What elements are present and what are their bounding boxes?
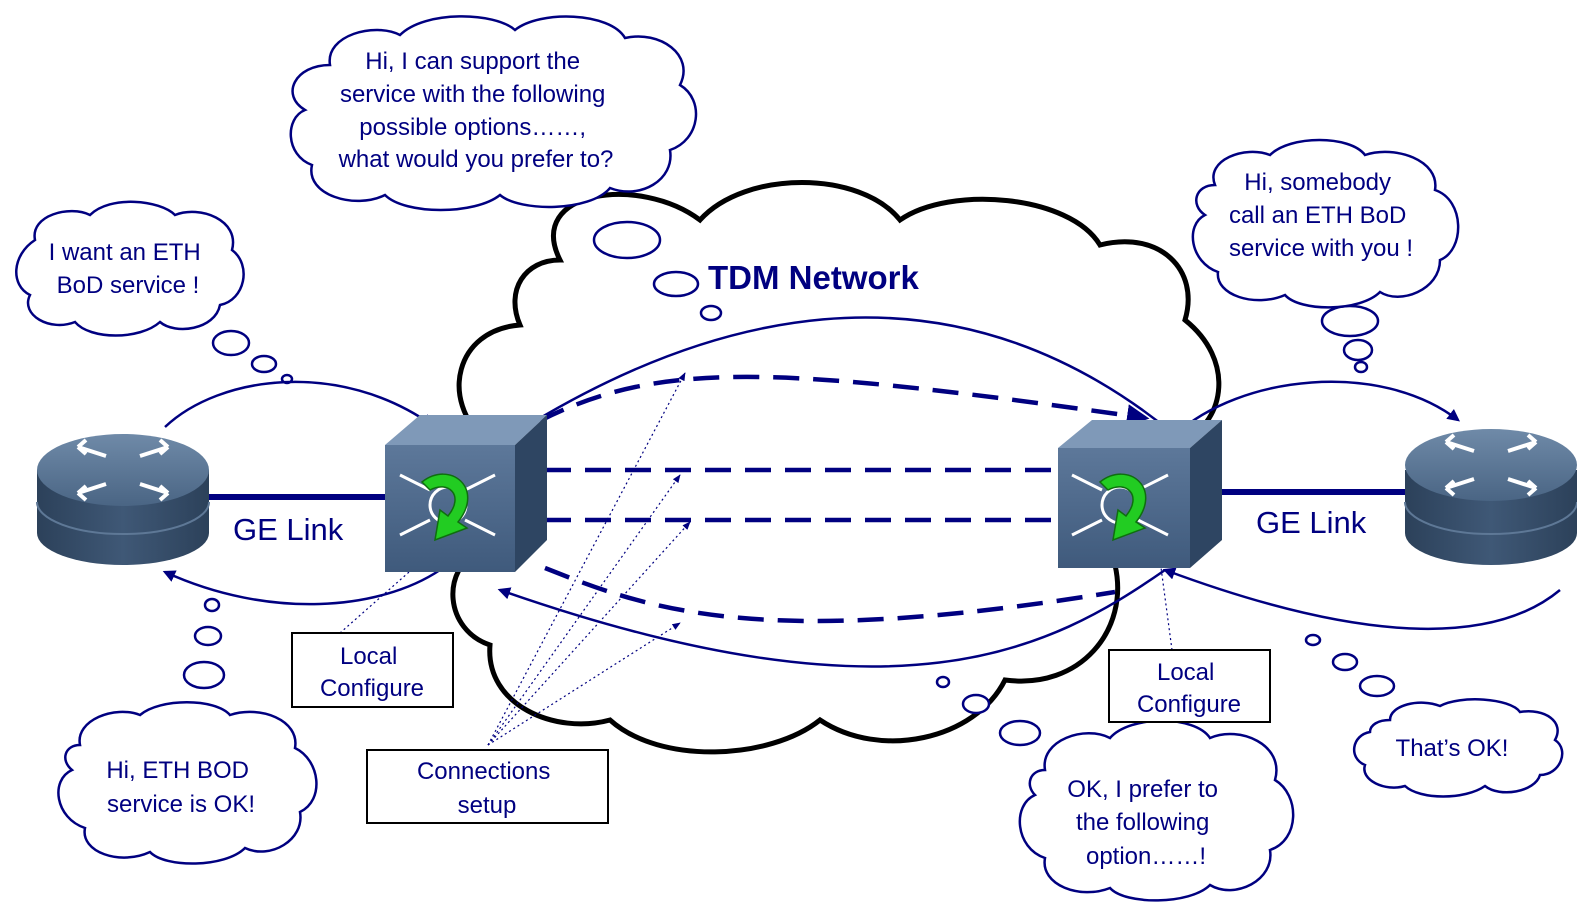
bubble-prefer-option: OK, I prefer to the following option……! [1018, 719, 1295, 902]
router-icon [76, 438, 170, 502]
left-switch[interactable] [385, 415, 547, 572]
local-configure-left-line-2: Configure [320, 675, 424, 702]
bubble-thats-ok: That’s OK! [1353, 698, 1564, 798]
bubble-prefer-option-line-3: option……! [1086, 843, 1206, 870]
dotted-leaders [339, 372, 1173, 746]
svg-text:Hi, somebody call an ETH: Hi, somebody call an ETH BoD service wit… [1229, 169, 1413, 262]
bubble-service-ok: Hi, ETH BOD service is OK! [57, 701, 318, 865]
bubble-can-support: Hi, I can support the service with the f… [289, 15, 698, 212]
router-icon [1444, 433, 1538, 497]
svg-text:Hi, I can support the se: Hi, I can support the service with the f… [338, 48, 614, 173]
bubble-somebody-call: Hi, somebody call an ETH BoD service wit… [1191, 138, 1460, 309]
bubble-want-service: I want an ETH BoD service ! [15, 200, 245, 337]
ge-link-right-label: GE Link [1256, 505, 1367, 540]
green-arrow-icon [420, 473, 469, 542]
local-configure-right-box: Local Configure [1108, 649, 1271, 723]
bubble-prefer-option-line-1: OK, I prefer to [1067, 776, 1218, 803]
local-configure-right-line-1: Local [1157, 659, 1214, 686]
bubble-thats-ok-line-1: That’s OK! [1396, 735, 1509, 762]
bubble-somebody-call-line-1: Hi, somebody [1244, 169, 1391, 196]
thought-trail-circles [182, 220, 1396, 747]
right-router[interactable] [1404, 429, 1577, 565]
connections-setup-line-2: setup [458, 792, 517, 819]
svg-text:I want an ETH BoD servic: I want an ETH BoD service ! [49, 239, 208, 299]
svg-text:Local Configure: Local Configure [1137, 659, 1241, 718]
connections-setup-line-1: Connections [417, 758, 550, 785]
ge-link-left-label: GE Link [233, 512, 344, 547]
left-router[interactable] [36, 434, 210, 565]
local-configure-left-line-1: Local [340, 643, 397, 670]
svg-text:Hi, ETH BOD service is O: Hi, ETH BOD service is OK! [106, 757, 255, 818]
green-arrow-icon [1098, 473, 1147, 542]
bubble-want-service-line-1: I want an ETH [49, 239, 201, 266]
bubble-service-ok-line-2: service is OK! [107, 791, 255, 818]
bubble-can-support-line-4: what would you prefer to? [338, 146, 614, 173]
connections-setup-box: Connections setup [366, 749, 609, 824]
bubble-can-support-line-3: possible options……, [359, 114, 586, 141]
bubble-somebody-call-line-2: call an ETH BoD [1229, 202, 1406, 229]
right-switch[interactable] [1058, 420, 1222, 568]
svg-text:Local Configure: Local Configure [320, 643, 424, 702]
dashed-connections [503, 374, 1150, 624]
bubble-somebody-call-line-3: service with you ! [1229, 235, 1413, 262]
bubble-prefer-option-line-2: the following [1076, 809, 1209, 836]
bubble-can-support-line-2: service with the following [340, 81, 605, 108]
local-configure-left-box: Local Configure [291, 632, 454, 708]
local-configure-right-line-2: Configure [1137, 691, 1241, 718]
bubble-want-service-line-2: BoD service ! [57, 272, 200, 299]
svg-text:That’s OK!: That’s OK! [1396, 735, 1509, 762]
bubble-service-ok-line-1: Hi, ETH BOD [106, 757, 249, 784]
tdm-network-title: TDM Network [708, 259, 919, 296]
bubble-can-support-line-1: Hi, I can support the [365, 48, 580, 75]
svg-text:OK, I prefer to the foll: OK, I prefer to the following option……! [1067, 776, 1224, 870]
svg-text:Connections setup: Connections setup [417, 758, 557, 819]
